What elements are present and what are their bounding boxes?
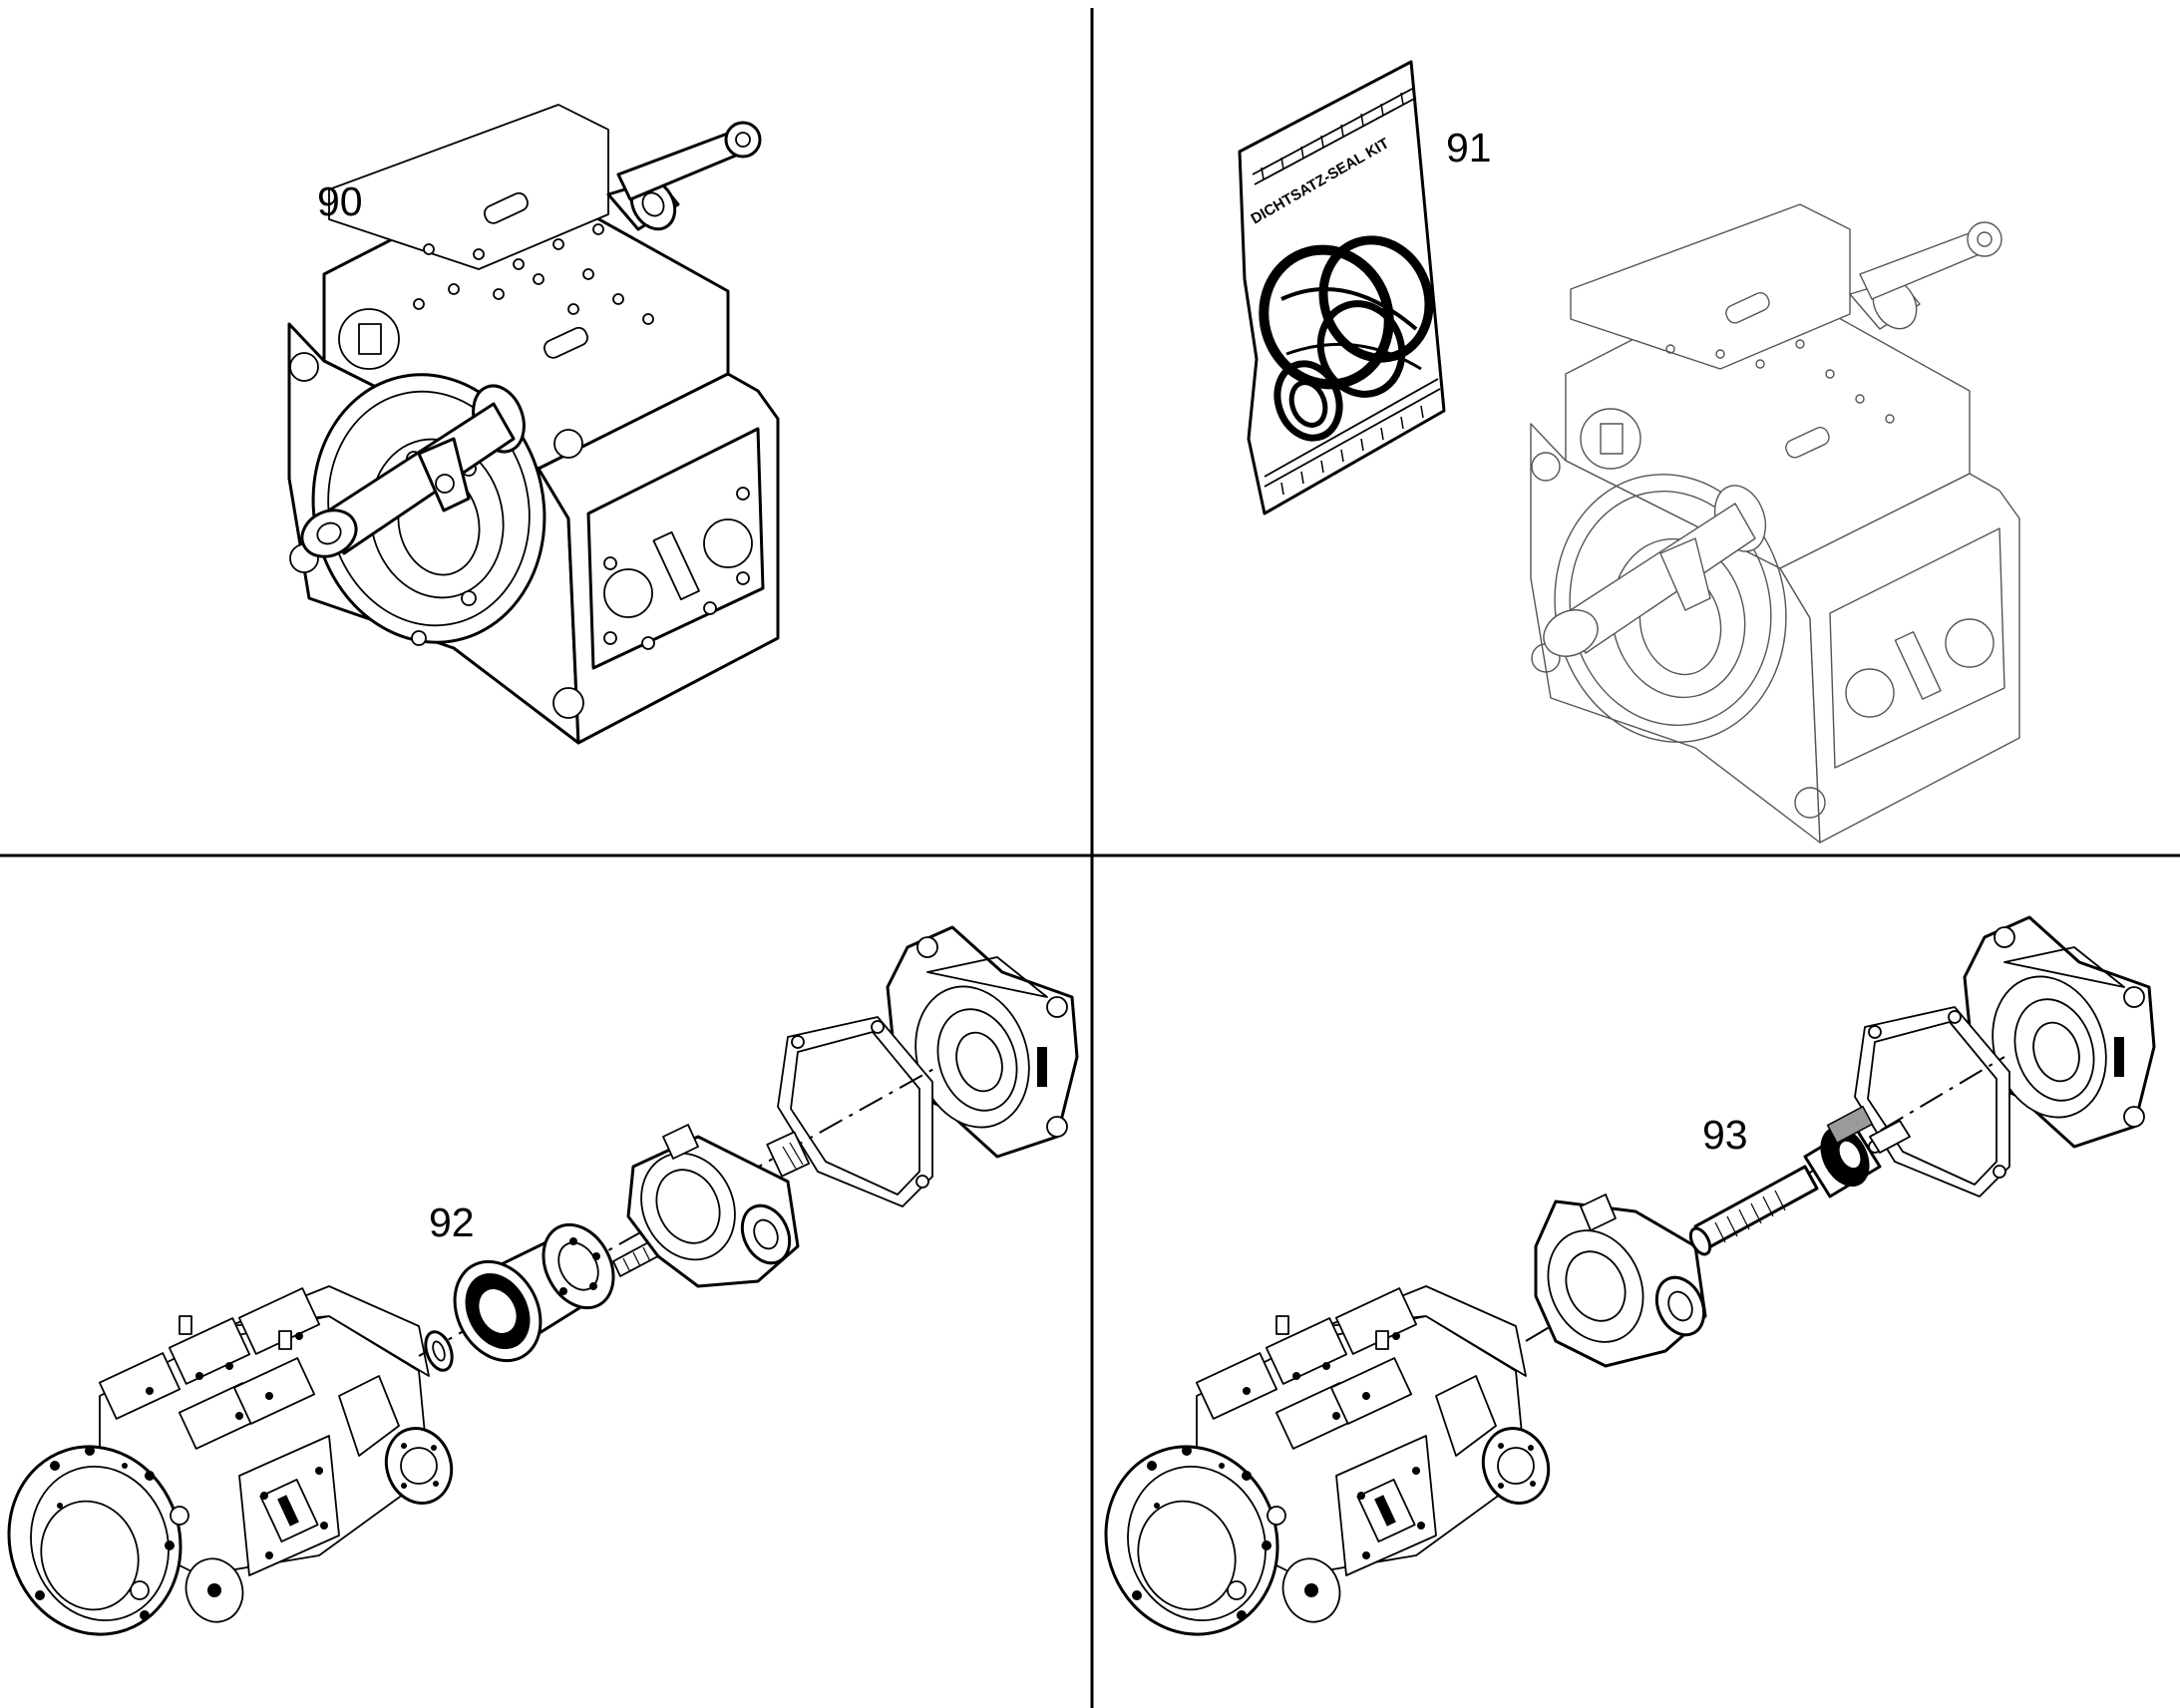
port-housing-2 xyxy=(1534,1194,1707,1368)
item-number-92: 92 xyxy=(429,1199,475,1245)
drive-shaft-93 xyxy=(1688,1105,1911,1256)
item-number-90: 90 xyxy=(317,178,363,224)
port-housing xyxy=(626,1124,811,1288)
item-number-93: 93 xyxy=(1702,1112,1748,1158)
rotary-group xyxy=(453,1222,615,1363)
panel-item-91: DICHTSATZ-SEAL KIT 91 xyxy=(1238,60,2020,844)
panel-item-90: 90 xyxy=(286,103,780,745)
pump-housing-ghost-illustration xyxy=(1529,203,2020,844)
tandem-pump-illustration xyxy=(0,1284,463,1659)
panel-item-93: 93 xyxy=(1080,915,2156,1659)
tandem-pump-illustration-2 xyxy=(1080,1284,1560,1659)
item-number-91: 91 xyxy=(1446,125,1492,171)
seal-kit-bag: DICHTSATZ-SEAL KIT xyxy=(1238,60,1446,515)
panel-item-92: 92 xyxy=(0,925,1079,1659)
